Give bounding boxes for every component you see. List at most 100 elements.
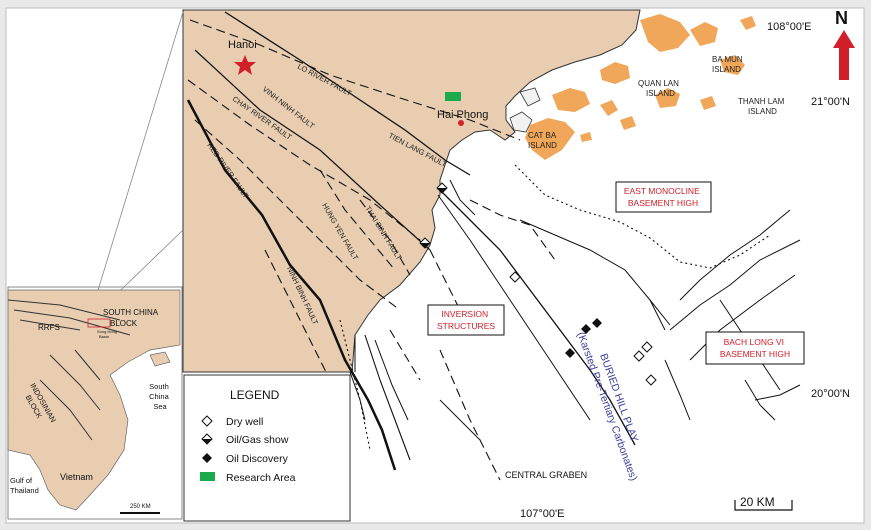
central-graben-label: CENTRAL GRABEN [505, 470, 587, 480]
fault-line [187, 79, 421, 241]
dry-well-icon [645, 374, 657, 386]
legend: LEGEND Dry well Oil/Gas show Oil Discove… [183, 374, 351, 522]
basement-boundary [339, 319, 371, 451]
quan-lan-island-label: QUAN LAN ISLAND [638, 79, 681, 98]
legend-box [183, 374, 351, 522]
fault-line [359, 199, 411, 276]
scale-bar [734, 500, 793, 511]
rrfs-fault-lines [7, 299, 131, 336]
east-monocline-label: EAST MONOCLINE BASEMENT HIGH [624, 186, 702, 208]
fault-line [449, 179, 476, 216]
fault-line [389, 329, 421, 381]
wells [419, 182, 657, 386]
cat-ba-island-label: CAT BA ISLAND [528, 131, 558, 150]
oil-discovery-icon [592, 318, 602, 328]
island [620, 116, 636, 130]
legend-title: LEGEND [230, 388, 280, 402]
latitude-mid-label: 20°00'N [811, 388, 850, 400]
bach-long-vi-box [705, 331, 805, 365]
hanoi-label: Hanoi [228, 39, 257, 51]
legend-item-dry-well: Dry well [226, 416, 263, 428]
research-area-inset-box [87, 318, 111, 328]
fault-line [439, 189, 636, 446]
research-area-icon [200, 472, 215, 481]
thanh-lam-island-label: THANH LAM ISLAND [738, 97, 786, 116]
fault-line [264, 249, 331, 381]
inset-scale-label: 250 KM [130, 504, 151, 510]
coastal-islet [509, 111, 533, 133]
island [740, 16, 756, 30]
scale-bar-label: 20 KM [740, 495, 775, 509]
oil-discovery-icon [565, 348, 575, 358]
fault-line [519, 219, 671, 326]
inset-gulf-of-thailand: Gulf of Thailand [10, 476, 39, 495]
fault-line [744, 379, 776, 421]
fault-line [649, 299, 666, 331]
solid-faults [186, 11, 801, 471]
inversion-structures-box [427, 304, 505, 336]
dashed-faults [187, 19, 556, 481]
legend-item-oil-discovery: Oil Discovery [226, 453, 289, 465]
island [700, 96, 716, 110]
hainan-island [149, 351, 171, 367]
inset-land [7, 289, 181, 511]
fault-line [194, 49, 431, 251]
north-arrow-icon [833, 30, 855, 80]
east-monocline-box [615, 181, 712, 213]
fault-line [754, 384, 801, 401]
island [720, 55, 745, 75]
inset-connector [94, 11, 184, 301]
fault-line [437, 194, 591, 421]
inset-vietnam-label: Vietnam [60, 472, 93, 482]
inset-map: SOUTH CHINA BLOCK RRFS Song Hong Basin I… [7, 11, 184, 520]
inversion-structures-label: INVERSION STRUCTURES [437, 309, 495, 331]
fault-line [439, 349, 501, 481]
fault-line [319, 169, 396, 271]
island [690, 22, 718, 46]
island [600, 62, 630, 84]
inset-fault-lines [39, 349, 101, 441]
cat-ba-island [525, 118, 575, 160]
ba-mun-island-label: BA MUN ISLAND [712, 55, 745, 74]
red-river-fault-line [186, 99, 397, 471]
hanoi-star-icon [234, 55, 256, 75]
lo-river-fault-line [189, 19, 521, 141]
inset-rrfs-label: RRFS [38, 323, 60, 332]
dry-well-icon [633, 350, 645, 362]
oil-gas-show-icon [201, 433, 213, 445]
legend-item-oil-gas-show: Oil/Gas show [226, 434, 289, 446]
fault-line [689, 274, 796, 361]
fault-line [374, 339, 409, 421]
oil-gas-show-icon [436, 182, 448, 194]
oil-gas-show-icon [419, 237, 431, 249]
dry-well-diamond-icon [201, 415, 213, 427]
north-label: N [835, 8, 848, 28]
fault-line [679, 209, 791, 301]
longitude-bottom-label: 107°00'E [520, 508, 564, 520]
hai-phong-dot [458, 120, 464, 126]
inset-south-china-block: SOUTH CHINA BLOCK [103, 308, 160, 328]
dry-well-icon [641, 341, 653, 353]
fault-line [664, 359, 691, 421]
bach-long-vi-label: BACH LONG VI BASEMENT HIGH [720, 337, 790, 359]
dry-well-icon [509, 271, 521, 283]
hai-phong-label: Hai Phong [437, 109, 488, 121]
fault-line [669, 239, 801, 331]
land-area [182, 9, 641, 373]
basement-boundary [514, 164, 771, 269]
oil-discovery-icon [581, 324, 591, 334]
fault-line [194, 119, 401, 311]
oil-discovery-icon [202, 453, 212, 463]
inset-south-china-sea: South China Sea [149, 382, 171, 411]
island [552, 88, 590, 112]
inset-basin-label: Song Hong Basin [97, 329, 118, 339]
research-area-marker [445, 92, 461, 101]
fault-line [364, 334, 411, 461]
island [600, 100, 618, 116]
dotted-boundaries [339, 164, 771, 451]
islands [525, 14, 756, 160]
island [640, 14, 690, 52]
fault-line [349, 371, 366, 421]
